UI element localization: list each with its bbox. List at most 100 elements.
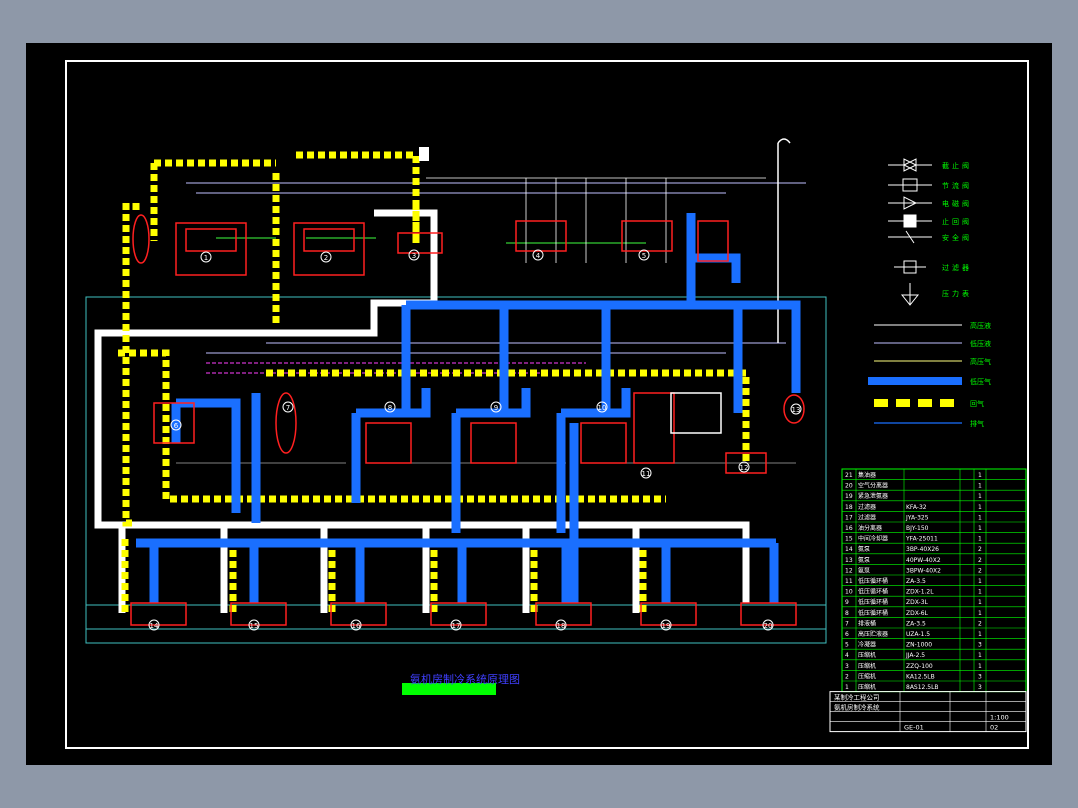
title-block-project: 氨机房制冷系统 — [834, 703, 880, 712]
marker-circle — [660, 619, 672, 631]
row-name: 油分离器 — [858, 524, 882, 532]
marker-8: 8 — [388, 404, 392, 412]
marker-circle — [200, 251, 212, 263]
row-no: 3 — [845, 663, 849, 670]
row-name: 低压循环桶 — [858, 609, 888, 617]
legend-line-label: 回气 — [970, 399, 984, 408]
marker-circle — [408, 249, 420, 261]
row-qty: 1 — [978, 599, 982, 606]
marker-circle — [148, 619, 160, 631]
marker-circle — [762, 619, 774, 631]
marker-14: 14 — [150, 622, 159, 630]
yellow-marker — [419, 147, 429, 161]
row-qty: 2 — [978, 620, 982, 627]
row-qty: 3 — [978, 673, 982, 680]
marker-circle — [596, 401, 608, 413]
row-model: UZA-1.5 — [906, 631, 930, 638]
marker-circle — [490, 401, 502, 413]
title-block-company: 某制冷工程公司 — [834, 693, 880, 702]
row-name: 冷凝器 — [858, 641, 876, 649]
row-model: ZDX-6L — [906, 610, 929, 617]
table-row: 16 油分离器 BJY-150 1 — [845, 524, 982, 532]
title-underline — [402, 683, 496, 695]
row-name: 低压循环桶 — [858, 588, 888, 596]
bottom-compressors — [130, 602, 797, 626]
row-name: 压缩机 — [858, 683, 876, 691]
title-block-scale: 1:100 — [990, 714, 1009, 722]
legend-line-label: 低压气 — [970, 377, 991, 386]
row-no: 17 — [845, 514, 853, 521]
marker-16: 16 — [352, 622, 361, 630]
marker-6: 6 — [174, 422, 179, 430]
marker-circle — [738, 461, 750, 473]
row-model: YFA-25011 — [905, 536, 938, 543]
marker-circle — [638, 249, 650, 261]
row-name: 压缩机 — [858, 662, 876, 670]
drawing-title: 氨机房制冷系统原理图 — [410, 672, 520, 686]
marker-4: 4 — [536, 252, 541, 260]
marker-17: 17 — [452, 622, 461, 630]
legend-line-label: 低压液 — [970, 339, 991, 348]
marker-circle — [790, 403, 802, 415]
row-qty: 1 — [978, 525, 982, 532]
legend-line-label: 高压液 — [970, 321, 991, 330]
row-model: JYA-325 — [905, 514, 929, 521]
row-no: 11 — [845, 578, 853, 585]
legend-symbol-label: 电磁阀 — [942, 199, 972, 208]
legend-symbol-label: 压力表 — [942, 289, 972, 298]
marker-11: 11 — [642, 470, 651, 478]
row-model: ZN-1000 — [906, 642, 932, 649]
row-no: 7 — [845, 620, 849, 627]
row-qty: 2 — [978, 557, 982, 564]
marker-13: 13 — [792, 406, 801, 414]
marker-circle — [248, 619, 260, 631]
row-no: 16 — [845, 525, 853, 532]
row-name: 集油器 — [858, 471, 876, 479]
inner-frame — [65, 60, 1029, 749]
row-qty: 1 — [978, 578, 982, 585]
row-name: 压缩机 — [858, 672, 876, 680]
row-qty: 1 — [978, 514, 982, 521]
marker-9: 9 — [494, 404, 498, 412]
marker-20: 20 — [764, 622, 773, 630]
row-model: 40PW-40X2 — [906, 557, 941, 564]
row-name: 压缩机 — [858, 651, 876, 659]
row-model: BJY-150 — [906, 525, 929, 532]
legend-symbol-label: 止回阀 — [942, 217, 972, 226]
legend-symbol-label: 节流阀 — [942, 181, 972, 190]
row-qty: 1 — [978, 589, 982, 596]
row-name: 空气分离器 — [858, 482, 888, 490]
row-no: 6 — [845, 631, 849, 638]
row-model: JJA-2.5 — [905, 652, 925, 659]
row-no: 12 — [845, 567, 853, 574]
row-name: 排液桶 — [858, 619, 876, 627]
row-no: 5 — [845, 642, 849, 649]
row-no: 19 — [845, 493, 853, 500]
row-qty: 1 — [978, 610, 982, 617]
row-no: 1 — [845, 684, 849, 691]
vessels — [153, 392, 805, 474]
thin-pipe-network — [85, 138, 827, 644]
yellow-pipe — [118, 151, 750, 613]
row-model: KA12.5LB — [906, 673, 935, 680]
marker-circle — [450, 619, 462, 631]
legend-line-label: 排气 — [970, 419, 984, 428]
white-pipe — [94, 209, 750, 613]
marker-7: 7 — [286, 404, 290, 412]
